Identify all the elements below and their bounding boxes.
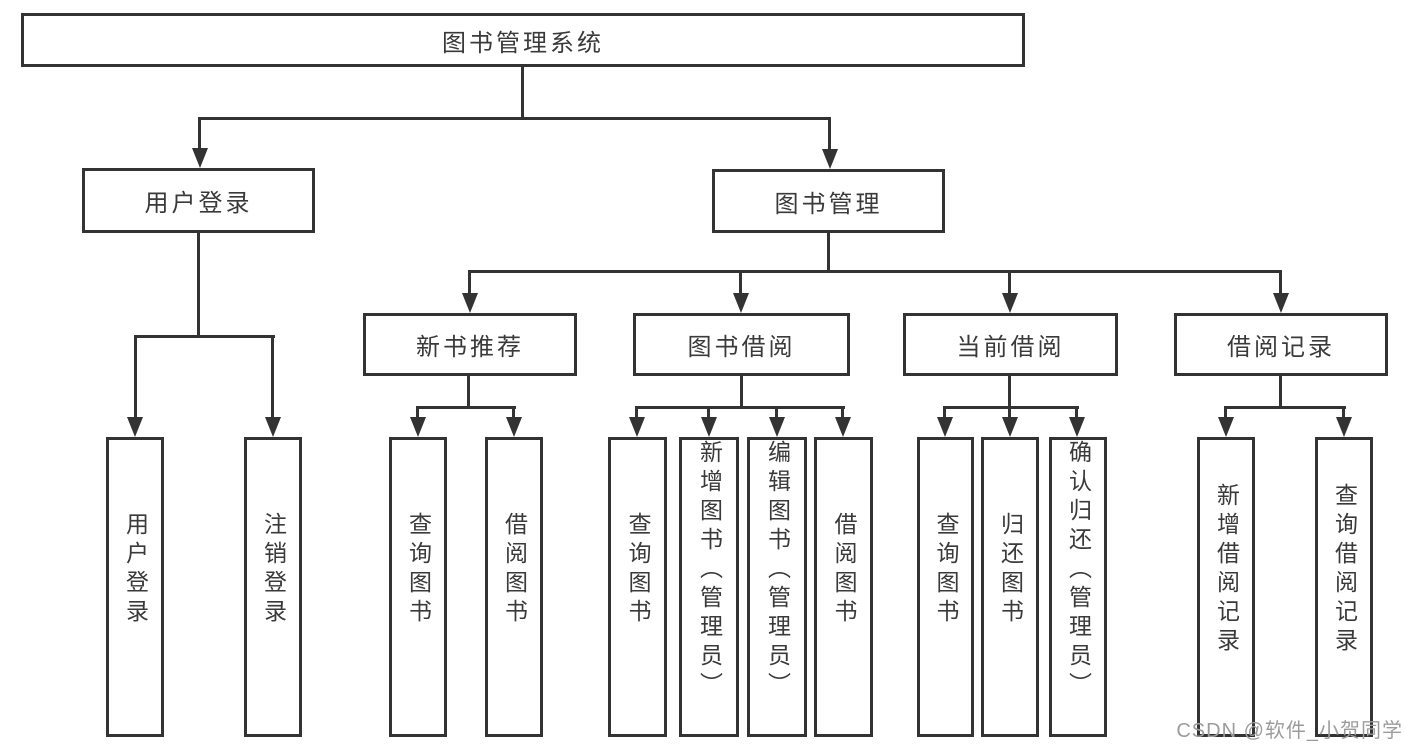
arrow-head (410, 417, 426, 437)
connector-line (1008, 270, 1011, 295)
connector-line (134, 335, 275, 338)
node-new-book-recommendation: 新书推荐 (363, 313, 577, 376)
arrow-head (1218, 417, 1234, 437)
node-add-book-admin: 新增图书（管理员） (679, 437, 739, 737)
node-book-management-system: 图书管理系统 (21, 13, 1025, 67)
node-current-borrowing: 当前借阅 (903, 313, 1118, 376)
arrow-head (733, 293, 749, 313)
node-query-books-current: 查询图书 (917, 437, 974, 737)
leaf-label: 注销登录 (260, 512, 287, 628)
node-borrowing-records: 借阅记录 (1174, 313, 1388, 376)
connector-line (134, 335, 137, 420)
leaf-label: 归还图书 (997, 512, 1024, 628)
arrow-head (506, 417, 522, 437)
connector-line (416, 406, 516, 409)
connector-line (1279, 376, 1282, 409)
connector-line (1279, 270, 1282, 295)
leaf-label: 查询图书 (933, 512, 959, 628)
connector-line (1342, 406, 1345, 419)
connector-line (416, 406, 419, 419)
connector-line (635, 406, 638, 419)
node-book-borrowing: 图书借阅 (633, 313, 850, 376)
leaf-label: 查询图书 (625, 512, 651, 628)
leaf-label: 查询图书 (405, 512, 432, 628)
node-book-management: 图书管理 (712, 169, 945, 233)
arrow-head (835, 417, 851, 437)
leaf-label: 编辑图书（管理员） (764, 439, 791, 701)
arrow-head (127, 417, 143, 437)
connector-line (740, 376, 743, 409)
connector-line (271, 335, 274, 420)
connector-line (468, 270, 471, 295)
node-borrow-books: 借阅图书 (814, 437, 873, 737)
connector-line (1075, 406, 1078, 419)
connector-line (1224, 406, 1227, 419)
leaf-label: 借阅图书 (831, 512, 857, 628)
connector-line (775, 406, 778, 419)
connector-line (943, 406, 946, 419)
node-user-login-leaf: 用户登录 (106, 437, 164, 737)
connector-line (467, 376, 470, 409)
connector-line (841, 406, 844, 419)
arrow-head (1336, 417, 1352, 437)
leaf-label: 新增借阅记录 (1213, 483, 1240, 657)
leaf-label: 确认归还（管理员） (1065, 439, 1092, 701)
leaf-label: 用户登录 (122, 512, 149, 628)
connector-line (1008, 406, 1011, 419)
connector-line (468, 270, 1282, 273)
node-return-book: 归还图书 (981, 437, 1039, 737)
arrow-head (937, 417, 953, 437)
connector-line (635, 406, 845, 409)
leaf-label: 新增图书（管理员） (696, 439, 723, 701)
node-logout: 注销登录 (244, 437, 302, 737)
watermark-text: CSDN @软件_小贺同学 (1176, 720, 1403, 742)
arrow-head (1002, 417, 1018, 437)
connector-line (828, 117, 831, 151)
connector-line (1008, 376, 1011, 409)
arrow-head (822, 149, 838, 169)
connector-line (512, 406, 515, 419)
leaf-label: 借阅图书 (501, 512, 528, 628)
arrow-head (769, 417, 785, 437)
connector-line (197, 233, 200, 338)
node-user-login: 用户登录 (82, 168, 315, 233)
arrow-head (1069, 417, 1085, 437)
arrow-head (1273, 293, 1289, 313)
arrow-head (462, 293, 478, 313)
arrow-head (192, 148, 208, 168)
arrow-head (701, 417, 717, 437)
connector-line (943, 406, 1079, 409)
node-confirm-return-admin: 确认归还（管理员） (1049, 437, 1107, 737)
arrow-head (629, 417, 645, 437)
connector-line (1224, 406, 1346, 409)
node-query-borrow-record: 查询借阅记录 (1315, 437, 1373, 737)
arrow-head (265, 417, 281, 437)
leaf-label: 查询借阅记录 (1331, 483, 1358, 657)
node-borrow-books-recommend: 借阅图书 (485, 437, 543, 737)
connector-line (198, 117, 201, 150)
connector-line (739, 270, 742, 295)
connector-line (521, 67, 524, 120)
node-query-books-recommend: 查询图书 (389, 437, 447, 737)
node-edit-book-admin: 编辑图书（管理员） (747, 437, 807, 737)
connector-line (827, 233, 830, 273)
node-add-borrow-record: 新增借阅记录 (1197, 437, 1255, 737)
connector-line (707, 406, 710, 419)
node-query-books-borrowing: 查询图书 (608, 437, 667, 737)
arrow-head (1002, 293, 1018, 313)
connector-line (198, 117, 831, 120)
